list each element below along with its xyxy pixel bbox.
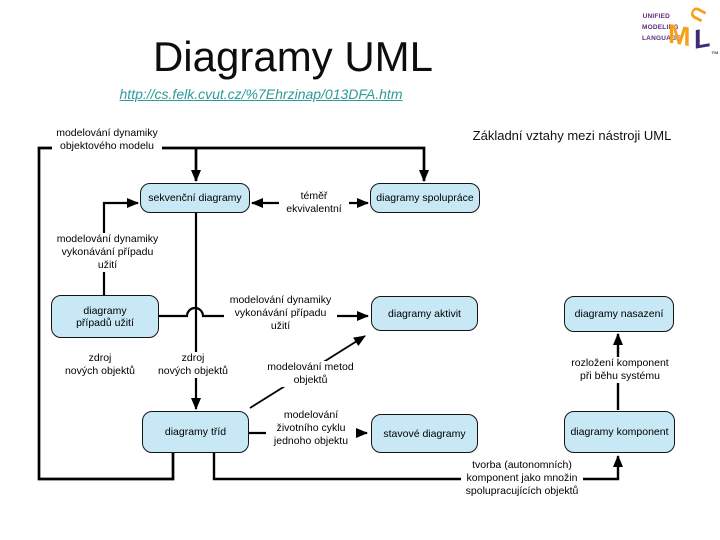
node-diagramy-aktivit: diagramy aktivit [371,296,478,331]
node-diagramy-pripadu-uziti: diagramy případů užití [51,295,159,338]
edge-usecase-to-activity [159,306,369,321]
node-sekvencni-diagramy: sekvenční diagramy [140,183,250,213]
page-title: Diagramy UML [152,33,434,80]
node-diagramy-trid: diagramy tříd [142,411,249,453]
logo-word-unified: UNIFIED [642,13,670,20]
edge-label-modelovani-dynamiky-objektoveho-modelu: modelování dynamiky objektového modelu [52,127,162,154]
edge-class-to-collaboration-loop [37,146,429,481]
edge-label-zdroj-novych-objektu-left: zdroj nových objektů [47,352,153,379]
edge-label-rozlozeni-komponent: rozložení komponent při běhu systému [563,357,677,384]
edge-label-vykonavani-pripadu-uziti-left: modelování dynamiky vykonávání případu u… [50,233,165,273]
edge-label-modelovani-zivotniho-cyklu: modelování životního cyklu jednoho objek… [266,409,356,449]
uml-logo: UNIFIED MODELING LANGUAGE U M L ™ [642,2,720,60]
title-link[interactable]: http://cs.felk.cvut.cz/%7Ehrzinap/013DFA… [119,86,403,102]
logo-letter-m: M [668,18,690,53]
logo-letter-l: L [694,21,710,55]
logo-word-modeling: MODELING [642,24,679,31]
node-stavove-diagramy: stavové diagramy [371,414,478,453]
diagram-subtitle: Základní vztahy mezi nástroji UML [472,128,672,143]
node-diagramy-spoluprace: diagramy spolupráce [370,183,480,213]
edge-label-tvorba-komponent: tvorba (autonomních) komponent jako množ… [461,459,583,499]
logo-trademark: ™ [711,50,719,59]
node-diagramy-komponent: diagramy komponent [564,411,675,453]
edge-label-temer-ekvivalentni: téměř ekvivalentní [279,190,349,217]
uml-logo-cube-icon: U M L ™ [668,2,719,59]
edge-label-vykonavani-pripadu-uziti-mid: modelování dynamiky vykonávání případu u… [224,294,337,334]
logo-word-language: LANGUAGE [642,35,681,42]
edge-class-to-component [212,453,623,481]
uml-logo-words: UNIFIED MODELING LANGUAGE [642,13,681,42]
edge-label-zdroj-novych-objektu-mid: zdroj nových objektů [140,352,246,379]
node-diagramy-nasazeni: diagramy nasazení [564,296,674,332]
edge-label-modelovani-metod-objektu: modelování metod objektů [262,361,359,388]
